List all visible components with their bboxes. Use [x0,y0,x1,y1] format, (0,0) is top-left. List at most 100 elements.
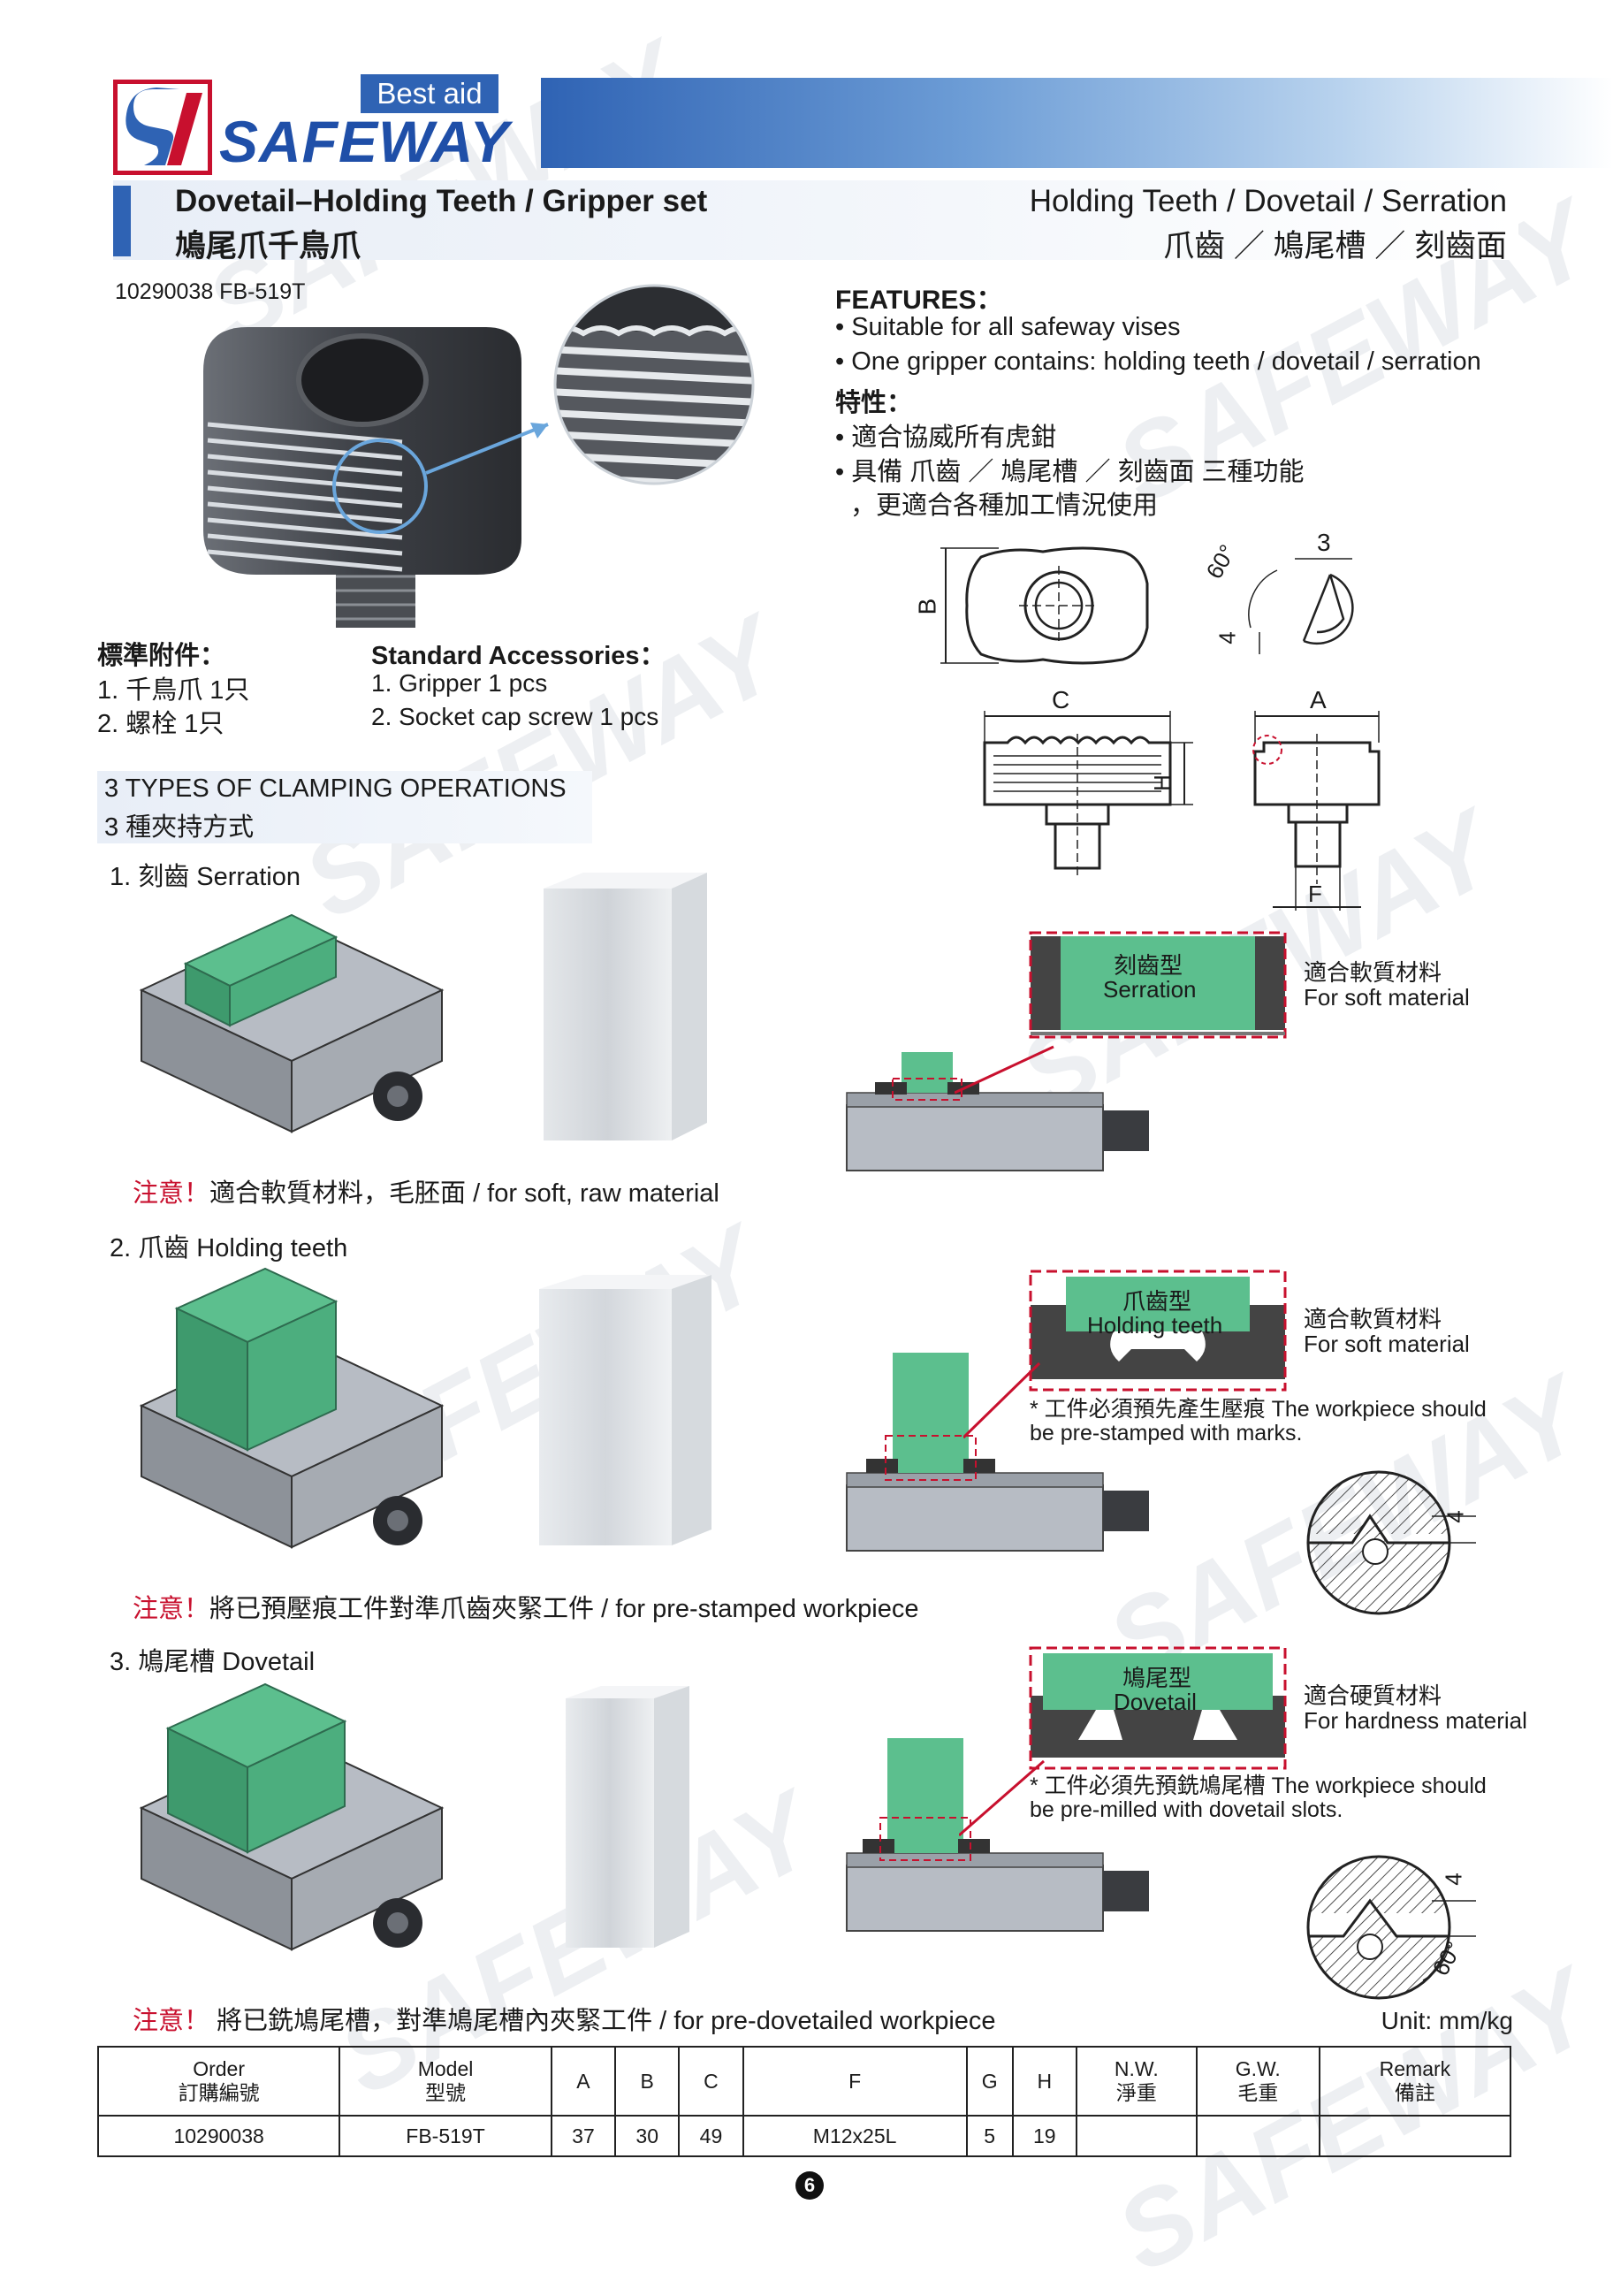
operations-heading-en: 3 TYPES OF CLAMPING OPERATIONS [104,774,567,803]
page-title-en: Dovetail–Holding Teeth / Gripper set [175,184,708,218]
workpiece-block [539,1275,711,1545]
table-row: 10290038 FB-519T 37 30 49 M12x25L 5 19 [96,2115,1512,2157]
requirement-note: * 工件必須先預銑鳩尾槽 The workpiece should [1030,1773,1487,1798]
title-marker [113,186,131,256]
vise-illustration-holding-teeth [139,1267,445,1549]
suitability-zh: 適合硬質材料 [1304,1682,1442,1709]
table-header: B [614,2046,681,2117]
workpiece-block [566,1686,689,1948]
product-photo [203,327,549,628]
table-cell [1195,2115,1320,2157]
operations-heading-zh: 3 種夾持方式 [104,813,255,842]
table-header: G [965,2046,1014,2117]
requirement-note: * 工件必須預先產生壓痕 The workpiece should [1030,1397,1487,1422]
table-header: N.W.淨重 [1075,2046,1198,2117]
requirement-note: be pre-milled with dovetail slots. [1030,1797,1343,1822]
dim-label-3: 3 [1317,529,1331,556]
header-band [541,78,1613,168]
dimension-side-view-c [983,711,1193,875]
callout-line [963,1362,1041,1439]
brand-tagline: Best aid [361,74,498,113]
table-header: G.W.毛重 [1195,2046,1320,2117]
operations-heading-bar [97,771,592,843]
accessory-item-en: 2. Socket cap screw 1 pcs [371,703,659,730]
accessory-item-en: 1. Gripper 1 pcs [371,669,548,697]
feature-item-zh: • 適合協威所有虎鉗 [835,423,1057,452]
table-cell: FB-519T [339,2115,552,2157]
feature-item-zh: ，更適合各種加工情況使用 [850,492,1159,520]
operation-note: 注意！適合軟質材料，毛胚面 / for soft, raw material [133,1172,719,1209]
unit-label: Unit: mm/kg [1381,2007,1513,2034]
suitability-en: For hardness material [1304,1707,1527,1734]
suitability-en: For soft material [1304,984,1470,1011]
dim-label-4: 4 [1440,1873,1467,1886]
jaw-type-zh: 鳩尾型 [1122,1665,1192,1691]
accessory-item-zh: 1. 千鳥爪 1只 [97,676,250,705]
dim-label-4: 4 [1442,1510,1469,1523]
dim-label-4: 4 [1214,631,1241,645]
dim-label-f: F [1308,881,1322,907]
dim-label-b: B [913,598,941,615]
operation-label: 2. 爪齒 Holding teeth [110,1234,348,1262]
section-detail-circle [1306,1855,1476,2000]
page-number: 6 [795,2171,824,2200]
vise-illustration-serration [139,913,445,1133]
table-cell: 5 [965,2115,1014,2157]
requirement-note: be pre-stamped with marks. [1030,1421,1303,1445]
note-text: 將已預壓痕工件對準爪齒夾緊工件 / for pre-stamped workpi… [209,1595,919,1623]
dimension-side-view-a [1252,711,1381,911]
feature-item: • One gripper contains: holding teeth / … [835,347,1481,376]
accessories-heading-en: Standard Accessories： [371,642,666,670]
callout-line [955,1045,1054,1095]
features-heading-zh: 特性： [835,389,913,417]
section-detail-circle [1306,1470,1476,1615]
jaw-type-en: Serration [1103,976,1197,1003]
suitability-zh: 適合軟質材料 [1304,1306,1442,1332]
callout-line [959,1759,1045,1837]
title-bar [113,180,1518,260]
operation-note: 注意！將已預壓痕工件對準爪齒夾緊工件 / for pre-stamped wor… [133,1588,919,1625]
workpiece-block [544,873,707,1140]
product-zoom-detail [553,284,755,485]
jaw-detail-dovetail [1029,1646,1287,1770]
note-warning: 注意！ [133,1179,210,1208]
feature-item-zh: • 具備 爪齒 ／ 鳩尾槽 ／ 刻齒面 三種功能 [835,458,1305,486]
vise-section-dovetail [846,1738,1149,1932]
operation-note: 注意！ 將已銑鳩尾槽，對準鳩尾槽內夾緊工件 / for pre-dovetail… [133,2000,996,2037]
note-text: 適合軟質材料，毛胚面 / for soft, raw material [209,1179,719,1208]
table-header: A [550,2046,617,2117]
dim-label-c: C [1052,686,1070,713]
operation-label: 1. 刻齒 Serration [110,863,301,891]
table-cell [1075,2115,1198,2157]
features-heading-en: FEATURES： [835,286,1003,315]
table-header: F [742,2046,968,2117]
suitability-en: For soft material [1304,1331,1470,1357]
note-warning: 注意！ [133,2007,210,2035]
feature-item: • Suitable for all safeway vises [835,313,1181,341]
vise-section-holding-teeth [846,1353,1149,1552]
table-cell: 30 [614,2115,681,2157]
jaw-type-en: Holding teeth [1087,1312,1223,1339]
table-cell: M12x25L [742,2115,968,2157]
vise-section-serration [846,1052,1149,1171]
dim-label-h: H [1148,774,1176,791]
dimension-top-view [940,546,1149,665]
jaw-type-zh: 刻齒型 [1114,952,1183,979]
page-subtitle-zh: 爪齒 ／ 鳩尾槽 ／ 刻齒面 [1163,229,1507,263]
brand-name: SAFEWAY [219,109,510,174]
dim-label-a: A [1310,686,1327,713]
table-cell: 19 [1011,2115,1077,2157]
jaw-type-en: Dovetail [1114,1689,1197,1715]
table-header: H [1011,2046,1077,2117]
jaw-detail-holding-teeth [1029,1270,1287,1392]
page-title-zh: 鳩尾爪千鳥爪 [175,229,361,263]
jaw-detail-serration [1029,931,1287,1039]
accessory-item-zh: 2. 螺栓 1只 [97,710,224,738]
accessories-heading-zh: 標準附件： [97,642,226,670]
brand-logo [113,80,212,175]
